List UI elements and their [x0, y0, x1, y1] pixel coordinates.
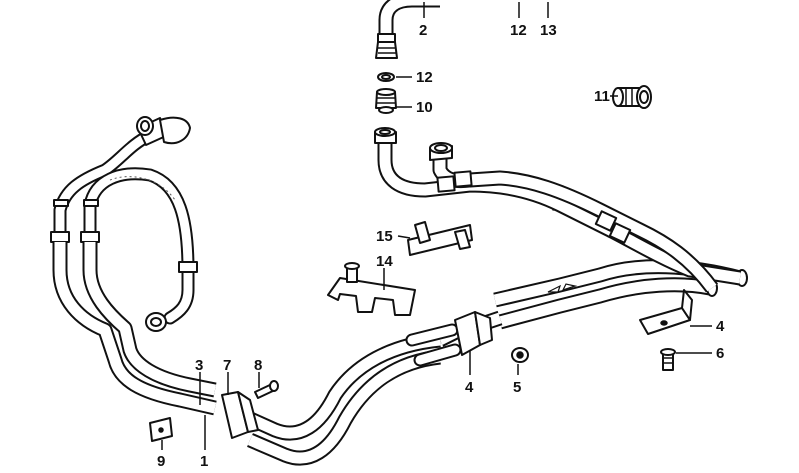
callout-3: 3 — [195, 357, 203, 374]
callout-5: 5 — [513, 379, 521, 396]
center-hose-stubs — [405, 323, 462, 367]
callout-12: 12 — [510, 22, 527, 39]
seal-ring-12 — [377, 72, 395, 82]
left-lower-hose-fitting — [145, 312, 167, 332]
callout-12: 12 — [416, 69, 433, 86]
left-rigid-pipes — [52, 242, 217, 416]
callout-14: 14 — [376, 253, 393, 270]
leader-lines — [161, 2, 712, 450]
callout-2: 2 — [419, 22, 427, 39]
bracket-14 — [327, 262, 416, 316]
second-hose-nut — [429, 142, 453, 161]
bolt-6 — [660, 348, 676, 371]
upper-hose-clamps — [436, 170, 632, 244]
clamp-15 — [407, 221, 473, 256]
callout-13: 13 — [540, 22, 557, 39]
callout-1: 1 — [200, 453, 208, 470]
top-pipe-part-2 — [375, 0, 440, 59]
center-bracket-4 — [454, 311, 493, 356]
adapter-fitting-10 — [375, 88, 397, 114]
plate-9 — [149, 417, 173, 442]
left-top-hose-fitting — [136, 116, 191, 146]
callout-6: 6 — [716, 345, 724, 362]
callout-4: 4 — [465, 379, 474, 396]
bolt-8 — [254, 380, 279, 399]
callout-8: 8 — [254, 357, 262, 374]
clamp-7 — [221, 391, 259, 439]
nut-5 — [511, 347, 529, 363]
callout-11: 11 — [594, 88, 610, 105]
fitting-11 — [612, 85, 652, 109]
bracket-4-right — [639, 289, 693, 335]
callout-7: 7 — [223, 357, 231, 374]
callout-15: 15 — [376, 228, 393, 245]
callout-10: 10 — [416, 99, 433, 116]
upper-hose-nut — [374, 127, 397, 144]
callout-9: 9 — [157, 453, 165, 470]
left-flexible-hose-inner — [83, 167, 195, 277]
callout-4: 4 — [716, 318, 725, 335]
upper-hose-from-fitting — [377, 140, 742, 286]
callout-labels: 2 12 13 12 10 11 15 14 4 6 3 7 8 4 5 9 1 — [157, 22, 725, 470]
left-hose-lower-bend — [163, 263, 195, 325]
